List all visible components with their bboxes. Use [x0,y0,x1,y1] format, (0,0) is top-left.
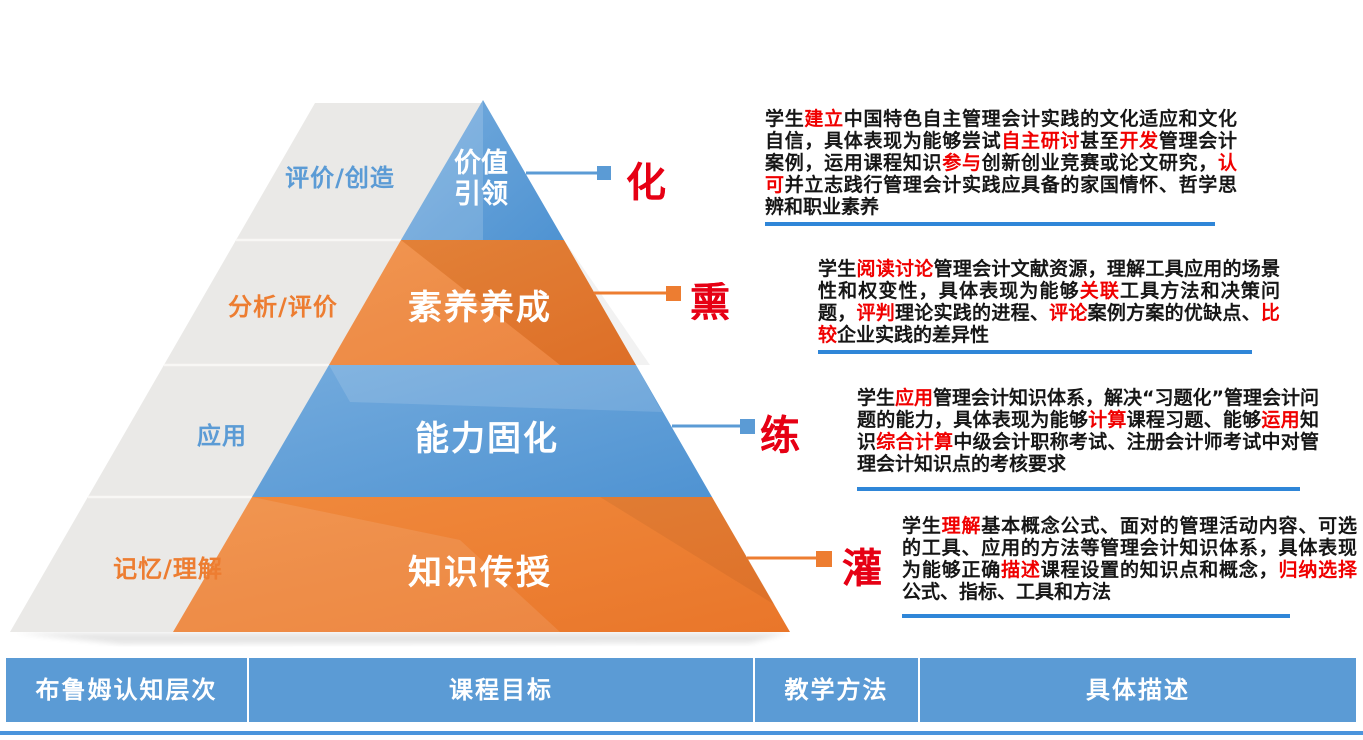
desc-text: 学生 [765,108,805,130]
keyword-red: 综合计算 [876,431,954,453]
band-literacy [329,240,636,365]
keyword-red: 描述 [1001,559,1041,581]
goal-label-literacy: 素养养成 [408,288,552,328]
description-value-leading: 学生建立中国特色自主管理会计实践的文化适应和文化自信，具体表现为能够尝试自主研讨… [765,108,1237,218]
desc-text: 学生 [857,387,896,409]
keyword-red: 阅读讨论 [856,258,934,280]
header-teaching-methods: 教学方法 [755,658,920,722]
keyword-red: 评判 [856,302,896,324]
desc-text: 中国特色自主管理会计实践的文化适应和文化自信，具体表现为能够尝试 [765,108,1237,152]
description-literacy: 学生阅读讨论管理会计文献资源，理解工具应用的场景性和权变性，具体表现为能够关联工… [818,258,1280,346]
description-ability: 学生应用管理会计知识体系，解决“习题化”管理会计问题的能力，具体表现为能够计算课… [857,387,1319,475]
connector-square-2 [666,286,681,301]
desc-text: 基本概念公式、面对的管理活动内容、可选的工具、应用的方法等管理会计知识体系，具体… [902,515,1357,581]
desc-text: 创新创业竞赛或论文研究， [981,152,1218,174]
desc-text: 学生 [818,258,857,280]
bloom-label-remember-understand: 记忆/理解 [113,555,223,583]
description-underline-1 [765,222,1215,226]
description-knowledge: 学生理解基本概念公式、面对的管理活动内容、可选的工具、应用的方法等管理会计知识体… [902,515,1357,603]
method-char-lian: 练 [760,413,800,459]
pyramid-gray-face [10,103,483,632]
keyword-red: 认可 [765,152,1237,196]
bloom-label-evaluate-create: 评价/创造 [285,164,395,192]
desc-text: 学生 [902,515,942,537]
bottom-accent-line [0,731,1363,735]
desc-text: 管理会计案例，运用课程知识 [765,130,1237,174]
keyword-red: 理解 [941,515,982,537]
band4-facet-light [173,497,560,632]
band-knowledge [173,497,790,632]
description-underline-3 [857,487,1300,491]
method-char-hua: 化 [626,160,666,206]
connector-square-3 [740,419,755,434]
keyword-red: 参与 [942,152,982,174]
desc-text: 知识 [857,409,1319,453]
keyword-red: 开发 [1119,130,1159,152]
header-course-goals: 课程目标 [249,658,755,722]
bloom-label-apply: 应用 [197,422,247,450]
desc-text: 课程习题、能够 [1126,409,1262,431]
band-ability [252,365,712,497]
desc-text: 理论实践的进程、 [895,302,1050,324]
band3-facet [329,365,662,412]
desc-text: 案例方案的优缺点、 [1087,302,1261,324]
keyword-red: 建立 [804,108,844,130]
connector-square-4 [816,551,832,567]
keyword-red: 比较 [818,302,1280,346]
keyword-red: 归纳选择 [1278,559,1357,581]
desc-text: 管理会计文献资源，理解工具应用的场景性和权变性，具体表现为能够 [818,258,1280,302]
legend-bar: 布鲁姆认知层次 课程目标 教学方法 具体描述 [6,658,1356,722]
desc-text: 企业实践的差异性 [837,324,990,346]
desc-text: 课程设置的知识点和概念， [1040,559,1279,581]
method-char-xun: 熏 [690,280,730,326]
desc-text: 管理会计知识体系，解决“习题化”管理会计问题的能力，具体表现为能够 [857,387,1320,431]
keyword-red: 应用 [895,387,934,409]
header-bloom-levels: 布鲁姆认知层次 [6,658,249,722]
goal-label-ability: 能力固化 [415,419,559,459]
keyword-red: 运用 [1261,409,1300,431]
goal-label-value-leading: 价值引领 [454,148,508,210]
bloom-label-analyze-evaluate: 分析/评价 [228,293,338,321]
band-value-leading [401,100,564,240]
pyramid-shadow [15,633,788,644]
keyword-red: 评论 [1049,302,1088,324]
band2-facet-light [329,240,560,365]
method-char-guan: 灌 [842,546,882,592]
keyword-red: 计算 [1088,409,1127,431]
band4-facet-dark [600,497,775,605]
keyword-red: 关联 [1079,280,1121,302]
desc-text: 甚至 [1080,130,1120,152]
band1-facet [401,100,483,240]
goal-label-knowledge: 知识传授 [408,553,552,593]
desc-text: 中级会计职称考试、注册会计师考试中对管理会计知识点的考核要求 [857,431,1319,475]
desc-text: 公式、指标、工具和方法 [902,581,1112,603]
description-underline-4 [902,614,1290,618]
keyword-red: 自主研讨 [1001,130,1081,152]
desc-text: 工具方法和决策问题， [818,280,1280,324]
header-detailed-description: 具体描述 [1086,676,1190,704]
description-underline-2 [818,350,1252,354]
desc-text: 并立志践行管理会计实践应具备的家国情怀、哲学思辨和职业素养 [765,174,1237,218]
connector-square-1 [597,166,611,180]
band2-facet-dark [401,240,650,365]
